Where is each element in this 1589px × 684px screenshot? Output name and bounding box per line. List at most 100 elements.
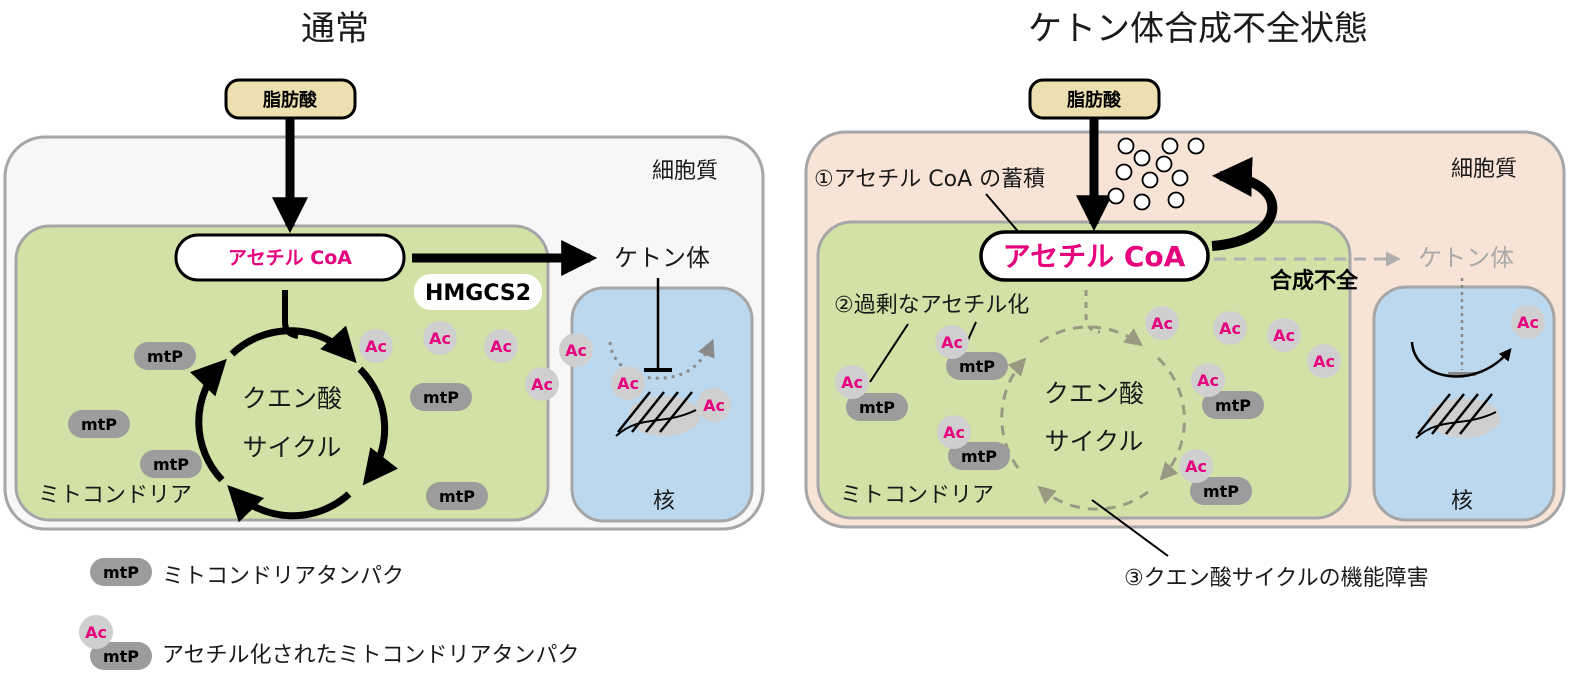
svg-text:Ac: Ac: [365, 337, 387, 356]
svg-text:Ac: Ac: [841, 373, 863, 392]
normal-tca-label-2: サイクル: [243, 433, 342, 462]
deficient-fatty-acid-box: [1028, 78, 1161, 120]
deficient-tca-stem: [1084, 290, 1101, 334]
svg-text:mtP: mtP: [961, 447, 997, 466]
deficient-acetyl-coa-box: [979, 230, 1210, 282]
svg-text:Ac: Ac: [429, 329, 451, 348]
svg-text:mtP: mtP: [103, 647, 139, 666]
ac-token: Ac: [1213, 311, 1247, 345]
svg-text:mtP: mtP: [147, 347, 183, 366]
ac-token: Ac: [1267, 318, 1301, 352]
normal-fatty-acid-box: [224, 78, 357, 120]
acetylated-mtp: mtP Ac: [937, 415, 1010, 470]
deficient-tca-label-2: サイクル: [1045, 427, 1144, 456]
note2-leader-b: [869, 323, 909, 383]
normal-tca-cycle: [190, 325, 398, 523]
deficient-cytoplasm-label: 細胞質: [1451, 157, 1517, 182]
svg-text:Ac: Ac: [1151, 314, 1173, 333]
mtp-token: mtP: [68, 410, 130, 438]
ac-token: Ac: [423, 321, 457, 355]
legend: mtP ミトコンドリアタンパク mtP Ac アセチル化されたミトコンドリアタン…: [79, 558, 580, 670]
svg-text:Ac: Ac: [1313, 352, 1335, 371]
note1-label: ①アセチル CoA の蓄積: [814, 167, 1045, 192]
mtp-token: mtP: [426, 482, 488, 510]
acetyl-coa-accumulation: [1107, 137, 1205, 211]
note2-leader-a: [967, 321, 977, 341]
svg-text:Ac: Ac: [565, 341, 587, 360]
hmgcs2-label: HMGCS2: [425, 281, 531, 306]
note2-label: ②過剰なアセチル化: [834, 293, 1029, 318]
normal-mtp-proteins: mtP mtP mtP mtP mtP: [68, 342, 488, 510]
deficient-ketone-label: ケトン体: [1418, 244, 1514, 272]
mtp-token: mtP: [410, 383, 472, 411]
svg-text:Ac: Ac: [85, 623, 107, 642]
svg-text:Ac: Ac: [490, 337, 512, 356]
deficient-tca-label-1: クエン酸: [1044, 379, 1144, 408]
deficient-acetyl-groups: Ac Ac Ac Ac: [1145, 306, 1341, 378]
normal-fatty-acid-label: 脂肪酸: [263, 89, 318, 111]
ac-token: Ac: [559, 333, 593, 367]
normal-panel: 通常 細胞質 ミトコンドリア 核 脂肪酸 アセチル CoA ケトン体 HMGCS…: [3, 9, 765, 531]
svg-text:Ac: Ac: [1517, 313, 1539, 332]
svg-text:Ac: Ac: [617, 374, 639, 393]
svg-text:Ac: Ac: [531, 375, 553, 394]
ac-token: Ac: [359, 329, 393, 363]
ac-token: Ac: [484, 329, 518, 363]
ac-token: Ac: [1145, 306, 1179, 340]
svg-text:mtP: mtP: [153, 455, 189, 474]
note3-leader: [1091, 499, 1169, 557]
mtp-token: mtP: [140, 450, 202, 478]
svg-text:Ac: Ac: [703, 396, 725, 415]
normal-tca-label-1: クエン酸: [242, 384, 342, 413]
deficient-acetyl-coa-label: アセチル CoA: [1003, 240, 1186, 273]
svg-text:Ac: Ac: [1273, 326, 1295, 345]
svg-text:mtP: mtP: [103, 563, 139, 582]
deficient-title: ケトン体合成不全状態: [1028, 9, 1368, 49]
normal-ketone-label: ケトン体: [614, 244, 710, 272]
mtp-token: mtP: [134, 342, 196, 370]
svg-text:mtP: mtP: [423, 388, 459, 407]
svg-text:Ac: Ac: [1219, 319, 1241, 338]
svg-text:Ac: Ac: [943, 423, 965, 442]
acetylated-mtp: mtP Ac: [835, 365, 908, 421]
ac-token: Ac: [1511, 305, 1545, 339]
hmgcs2-box: [414, 274, 542, 310]
deficient-panel: ケトン体合成不全状態 細胞質 ミトコンドリア 核 脂肪酸 ①アセチル CoA の…: [804, 9, 1566, 591]
ac-token: Ac: [525, 367, 559, 401]
deficient-mitochondria-label: ミトコンドリア: [840, 483, 994, 508]
accumulation-arrow: [1211, 156, 1278, 251]
svg-text:Ac: Ac: [1185, 457, 1207, 476]
ac-token: Ac: [611, 366, 645, 400]
synthesis-failure-label: 合成不全: [1270, 268, 1359, 294]
normal-title: 通常: [301, 9, 369, 49]
svg-text:mtP: mtP: [959, 357, 995, 376]
svg-text:mtP: mtP: [859, 398, 895, 417]
svg-text:mtP: mtP: [1215, 396, 1251, 415]
deficient-nucleus-label: 核: [1451, 489, 1473, 514]
deficient-chromatin: [1415, 393, 1500, 439]
svg-text:Ac: Ac: [1197, 371, 1219, 390]
svg-text:Ac: Ac: [941, 333, 963, 352]
svg-text:mtP: mtP: [439, 487, 475, 506]
normal-mitochondria-label: ミトコンドリア: [38, 483, 192, 508]
legend-mtp-icon: mtP: [90, 558, 152, 586]
legend-acetylated-label: アセチル化されたミトコンドリアタンパク: [162, 643, 580, 668]
normal-cytoplasm-label: 細胞質: [652, 159, 718, 184]
note1-leader: [985, 193, 1023, 237]
acetylated-mtp: mtP Ac: [1191, 363, 1264, 419]
normal-nucleus-label: 核: [653, 489, 675, 514]
normal-acetyl-coa-label: アセチル CoA: [228, 247, 352, 269]
acetylated-mtp: mtP Ac: [935, 325, 1008, 380]
svg-text:mtP: mtP: [81, 415, 117, 434]
normal-acetyl-groups: Ac Ac Ac Ac Ac: [359, 321, 593, 401]
normal-acetyl-coa-box: [174, 233, 406, 282]
deficient-gene-activation-arrow: [1410, 341, 1512, 378]
deficient-tca-cycle: [1000, 325, 1186, 511]
legend-acetylated-icon: mtP Ac: [79, 615, 152, 670]
ac-token: Ac: [1307, 344, 1341, 378]
legend-mtp-label: ミトコンドリアタンパク: [162, 564, 404, 589]
deficient-fatty-acid-label: 脂肪酸: [1067, 89, 1122, 111]
